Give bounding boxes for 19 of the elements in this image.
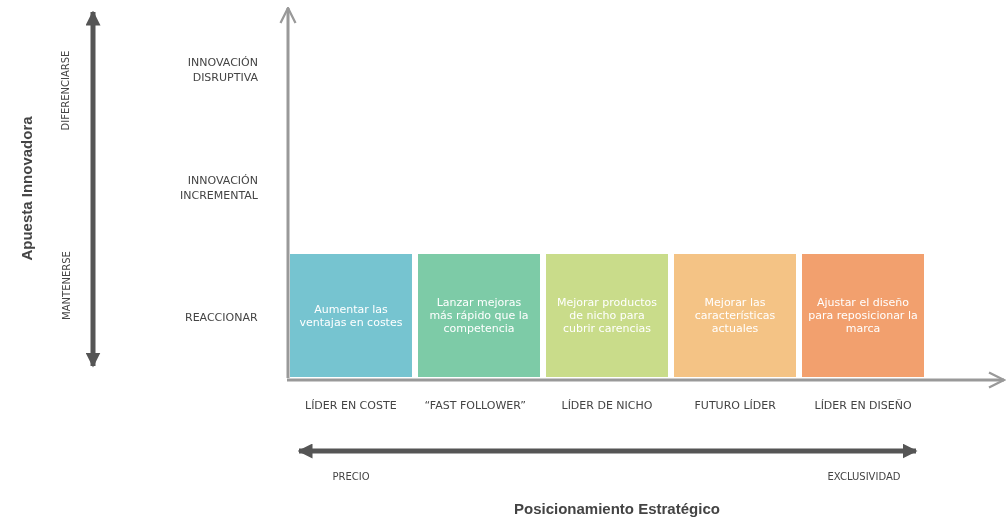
strategy-box: Mejorar las características actuales [674, 254, 796, 377]
strategy-box: Ajustar el diseño para reposicionar la marca [802, 254, 924, 377]
strategy-box: Aumentar las ventajas en costes [290, 254, 412, 377]
strategy-box: Lanzar mejoras más rápido que la competencia [418, 254, 540, 377]
level-label: INNOVACIÓN DISRUPTIVA [186, 55, 258, 85]
axis-end-label: MANTENERSE [60, 250, 72, 320]
category-label: “FAST FOLLOWER” [424, 398, 526, 412]
category-label: FUTURO LÍDER [694, 398, 776, 412]
category-label: LÍDER EN COSTE [305, 398, 397, 412]
axis-title: Posicionamiento Estratégico [514, 499, 720, 517]
category-label: LÍDER DE NICHO [561, 398, 653, 412]
axis-title: Apuesta Innovadora [17, 115, 35, 261]
level-label: REACCIONAR [185, 310, 258, 324]
category-label: LÍDER EN DISEÑO [814, 398, 912, 412]
axis-end-label: PRECIO [332, 470, 370, 482]
axis-end-label: DIFERENCIARSE [60, 50, 72, 130]
level-label: INNOVACIÓN INCREMENTAL [179, 173, 258, 203]
axis-end-label: EXCLUSIVIDAD [827, 470, 901, 482]
strategy-box: Mejorar productos de nicho para cubrir carencias [546, 254, 668, 377]
